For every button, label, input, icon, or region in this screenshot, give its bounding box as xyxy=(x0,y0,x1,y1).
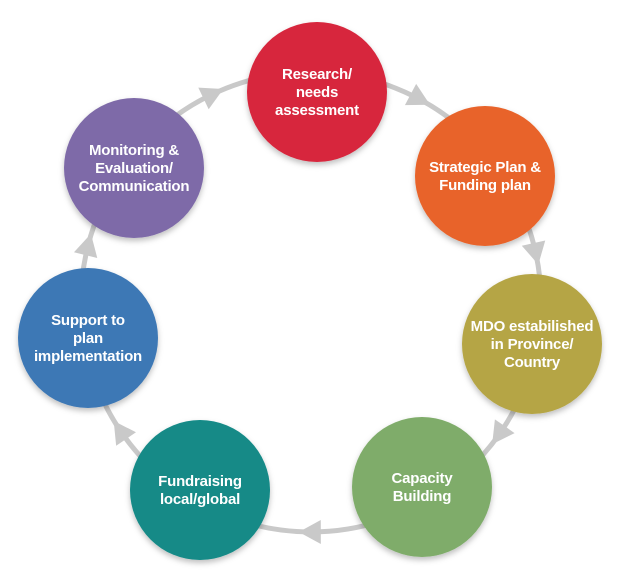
step-label-line: Funding plan xyxy=(439,177,531,194)
cycle-arrow xyxy=(521,240,546,265)
step-label-line: in Province/ xyxy=(491,336,575,353)
step-circle xyxy=(130,420,270,560)
cycle-step-2: Strategic Plan &Funding plan xyxy=(415,106,555,246)
step-label-line: Evaluation/ xyxy=(95,160,174,177)
cycle-step-7: Monitoring &Evaluation/Communication xyxy=(64,98,204,238)
step-label-line: Support to xyxy=(51,312,125,329)
cycle-arrow xyxy=(113,420,136,446)
step-label-line: Research/ xyxy=(282,66,353,83)
step-label-line: Building xyxy=(393,488,451,505)
step-circle xyxy=(247,22,387,162)
cycle-arrow xyxy=(492,419,515,445)
step-label-line: Communication xyxy=(79,178,190,195)
step-label-line: Country xyxy=(504,354,561,371)
step-label-line: local/global xyxy=(160,491,240,508)
step-label-line: Capacity xyxy=(392,470,454,487)
cycle-arrow xyxy=(73,233,98,259)
cycle-arrow xyxy=(404,83,430,106)
cycle-arrow xyxy=(198,87,224,110)
step-label-line: MDO estabilished xyxy=(471,318,594,335)
step-label-line: assessment xyxy=(275,102,359,119)
step-label-line: implementation xyxy=(34,348,142,365)
step-label-line: Monitoring & xyxy=(89,142,179,159)
step-label-line: needs xyxy=(296,84,338,101)
step-circle xyxy=(18,268,158,408)
step-label-line: Fundraising xyxy=(158,473,242,490)
step-circle xyxy=(415,106,555,246)
step-circle xyxy=(462,274,602,414)
step-label-line: Strategic Plan & xyxy=(429,159,541,176)
cycle-arrows xyxy=(73,83,546,544)
step-circle xyxy=(352,417,492,557)
step-circle xyxy=(64,98,204,238)
cycle-arrow xyxy=(298,519,321,544)
step-label-line: plan xyxy=(73,330,103,347)
